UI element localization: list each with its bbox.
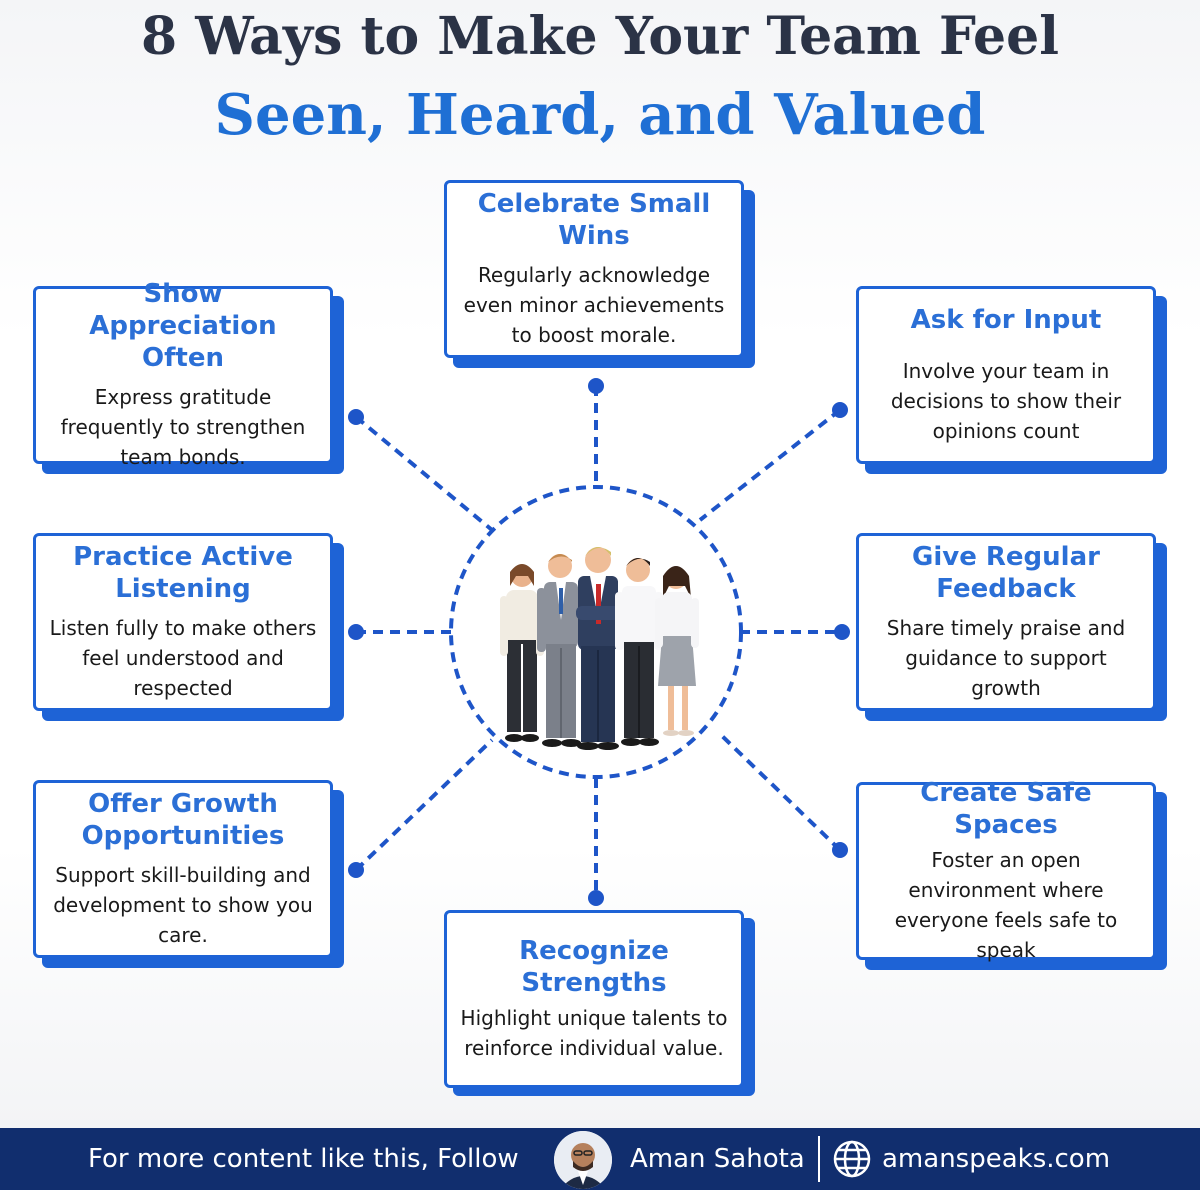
card-description: Share timely praise and guidance to supp… xyxy=(886,616,1126,700)
footer-bar: For more content like this, Follow Aman … xyxy=(0,1128,1200,1190)
connector-lines xyxy=(348,378,850,906)
footer-author-name[interactable]: Aman Sahota xyxy=(630,1144,805,1174)
connector-bottom-left xyxy=(354,738,494,872)
card-offer-growth-opportunities: Offer Growth Opportunities Support skill… xyxy=(33,780,333,958)
card-create-safe-spaces: Create Safe Spaces Foster an open enviro… xyxy=(856,778,1156,962)
connector-dot xyxy=(348,624,364,640)
card-description: Highlight unique talents to reinforce in… xyxy=(460,1006,728,1060)
team-group-illustration xyxy=(500,547,699,750)
card-description: Regularly acknowledge even minor achieve… xyxy=(463,263,725,347)
connector-top-right xyxy=(698,408,842,522)
connector-bottom-right xyxy=(718,732,842,852)
card-title: Practice Active Listening xyxy=(73,542,293,604)
connector-top-left xyxy=(354,415,494,532)
card-description: Foster an open environment where everyon… xyxy=(894,848,1118,962)
card-recognize-strengths: Recognize Strengths Highlight unique tal… xyxy=(444,910,744,1088)
connector-dot xyxy=(588,890,604,906)
connector-dot xyxy=(348,409,364,425)
page-subtitle: Seen, Heard, and Valued xyxy=(214,82,986,148)
card-description: Express gratitude frequently to strength… xyxy=(60,385,306,469)
connector-dot xyxy=(588,378,604,394)
card-give-regular-feedback: Give Regular Feedback Share timely prais… xyxy=(856,533,1156,711)
card-practice-active-listening: Practice Active Listening Listen fully t… xyxy=(33,533,333,711)
card-title: Ask for Input xyxy=(910,305,1102,335)
card-description: Involve your team in decisions to show t… xyxy=(890,359,1122,443)
footer-website-link[interactable]: amanspeaks.com xyxy=(882,1144,1111,1174)
card-ask-for-input: Ask for Input Involve your team in decis… xyxy=(856,286,1156,464)
card-title: Show Appreciation Often xyxy=(89,279,277,373)
avatar-illustration xyxy=(554,1131,612,1189)
card-title: Create Safe Spaces xyxy=(920,778,1092,840)
card-show-appreciation-often: Show Appreciation Often Express gratitud… xyxy=(33,279,333,469)
card-title: Celebrate Small Wins xyxy=(477,189,711,251)
connector-dot xyxy=(834,624,850,640)
footer-divider xyxy=(818,1136,820,1182)
footer-follow-text: For more content like this, Follow xyxy=(88,1144,519,1174)
card-title: Give Regular Feedback xyxy=(912,542,1100,604)
globe-icon xyxy=(832,1139,872,1183)
page-title: 8 Ways to Make Your Team Feel xyxy=(141,6,1059,67)
card-description: Support skill-building and development t… xyxy=(53,863,313,947)
connector-dot xyxy=(832,842,848,858)
connector-dot xyxy=(348,862,364,878)
card-title: Recognize Strengths xyxy=(519,936,669,998)
card-title: Offer Growth Opportunities xyxy=(81,789,285,851)
author-avatar[interactable] xyxy=(554,1131,612,1189)
card-description: Listen fully to make others feel underst… xyxy=(49,616,317,700)
card-celebrate-small-wins: Celebrate Small Wins Regularly acknowled… xyxy=(444,180,744,358)
connector-dot xyxy=(832,402,848,418)
